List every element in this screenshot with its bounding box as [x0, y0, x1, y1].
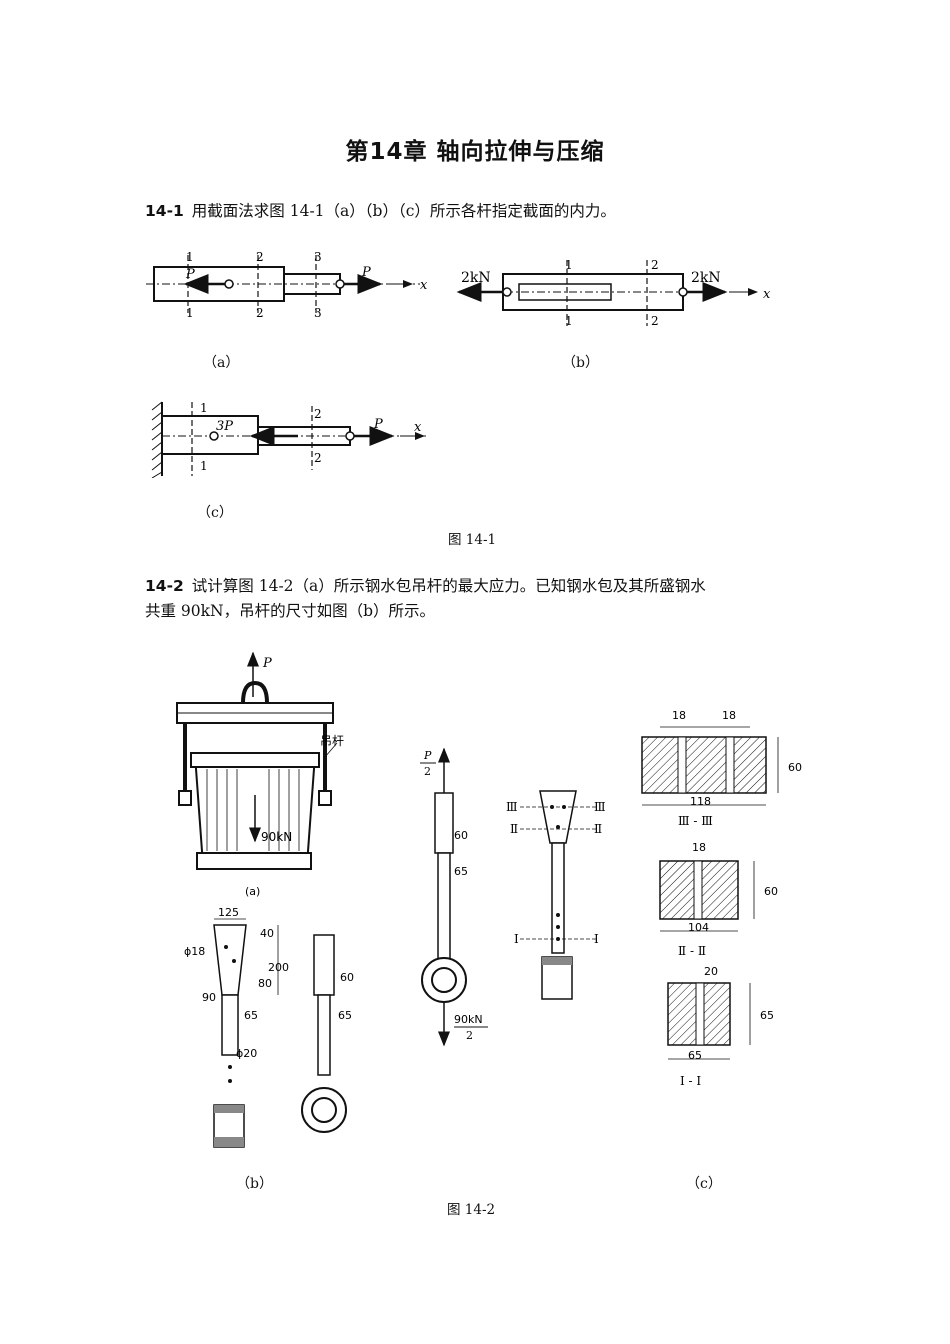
axis-x-label: x: [414, 420, 422, 435]
figure-caption-14-1: 图 14-1: [448, 532, 497, 548]
load-90kn: 90kN: [261, 830, 292, 844]
subfig-label-a: (a): [245, 885, 260, 898]
section-2-label-left: Ⅱ: [510, 822, 518, 836]
subfig-label-b: （b）: [236, 1176, 273, 1192]
dim-60: 60: [454, 829, 468, 842]
section-3-label-left: Ⅲ: [506, 800, 518, 814]
dim-65-left: 65: [244, 1009, 258, 1022]
load-p-right: P: [373, 417, 383, 432]
problem-number: 14-2: [145, 577, 184, 595]
dim-80: 80: [258, 977, 272, 990]
subfig-label-c: （c）: [197, 505, 233, 521]
load-2kn-left: 2kN: [461, 270, 491, 286]
dim-104: 104: [688, 921, 709, 934]
dim-18-a: 18: [672, 709, 686, 722]
dim-18-b: 18: [722, 709, 736, 722]
dim-20: 20: [704, 965, 718, 978]
section-1-label-top: 1: [200, 401, 208, 415]
dim-125: 125: [218, 906, 239, 919]
section-2-label-bottom: 2: [651, 314, 659, 328]
section-2-label-top: 2: [256, 250, 264, 264]
load-90kn-denominator: 2: [466, 1029, 473, 1042]
load-p-top: P: [262, 656, 272, 671]
section-2-label-right: Ⅱ: [594, 822, 602, 836]
problem-14-1-statement: 14-1 用截面法求图 14-1（a）（b）（c）所示各杆指定截面的内力。: [145, 199, 825, 224]
figure-14-1-c: 1 1 2 2 3P P x: [151, 401, 428, 478]
dim-200: 200: [268, 961, 289, 974]
label-lifting-rod: 吊杆: [320, 734, 344, 748]
dim-65-height: 65: [760, 1009, 774, 1022]
dim-60: 60: [788, 761, 802, 774]
figure-14-2-c-sections: 18 18 60 118 Ⅲ - Ⅲ 18 60 104 Ⅱ - Ⅱ 20 65…: [641, 709, 802, 1088]
figure-14-1-a: 1 1 2 2 3 3 P P x: [146, 250, 428, 320]
load-p-right: P: [361, 265, 371, 280]
subfig-label-c: （c）: [686, 1176, 722, 1192]
figure-14-2-b-rod: 125 40 ϕ18 200 80 90 65 ϕ20 60 65: [184, 906, 354, 1148]
section-3-name: Ⅲ - Ⅲ: [678, 814, 713, 828]
dim-118: 118: [690, 795, 711, 808]
load-3p: 3P: [216, 419, 233, 434]
problem-text-line2: 共重 90kN，吊杆的尺寸如图（b）所示。: [145, 602, 436, 620]
section-1-label-top: 1: [186, 250, 194, 264]
dim-60: 60: [764, 885, 778, 898]
load-90kn-numerator: 90kN: [454, 1013, 483, 1026]
section-1-label-bottom: 1: [565, 314, 573, 328]
axis-x-label: x: [420, 278, 428, 293]
subfig-label-a: （a）: [203, 355, 240, 371]
load-p-numerator: P: [423, 749, 432, 762]
axis-x-label: x: [763, 287, 771, 302]
load-p-left: P: [185, 267, 195, 282]
section-3-label-bottom: 3: [314, 306, 322, 320]
section-1-label-right: Ⅰ: [594, 932, 599, 946]
dim-90: 90: [202, 991, 216, 1004]
figure-14-2-free-body-rod: P 2 60 65 90kN 2: [420, 747, 488, 1047]
subfig-label-b: （b）: [562, 355, 599, 371]
figure-14-1-b: 1 1 2 2 2kN 2kN x: [456, 258, 771, 328]
dim-65: 65: [454, 865, 468, 878]
section-3-label-right: Ⅲ: [594, 800, 606, 814]
section-1-label-top: 1: [565, 258, 573, 272]
figure-14-2-a-ladle: P 90kN 吊杆 (a): [176, 651, 344, 898]
problem-14-2-statement: 14-2 试计算图 14-2（a）所示钢水包吊杆的最大应力。已知钢水包及其所盛钢水…: [145, 574, 825, 624]
section-2-label-top: 2: [314, 407, 322, 421]
dim-65-width: 65: [688, 1049, 702, 1062]
section-1-label-left: Ⅰ: [514, 932, 519, 946]
dim-60: 60: [340, 971, 354, 984]
load-2kn-right: 2kN: [691, 270, 721, 286]
section-2-label-bottom: 2: [256, 306, 264, 320]
section-2-name: Ⅱ - Ⅱ: [678, 944, 706, 958]
load-p-denominator: 2: [424, 765, 431, 778]
section-1-label-bottom: 1: [200, 459, 208, 473]
section-2-label-bottom: 2: [314, 451, 322, 465]
dim-40: 40: [260, 927, 274, 940]
section-3-label-top: 3: [314, 250, 322, 264]
figure-caption-14-2: 图 14-2: [447, 1202, 496, 1218]
section-1-name: Ⅰ - Ⅰ: [680, 1074, 701, 1088]
section-2-label-top: 2: [651, 258, 659, 272]
dim-phi18: ϕ18: [184, 945, 205, 958]
dim-65-right: 65: [338, 1009, 352, 1022]
dim-phi20: ϕ20: [236, 1047, 257, 1060]
problem-text-line1: 试计算图 14-2（a）所示钢水包吊杆的最大应力。已知钢水包及其所盛钢水: [191, 577, 706, 595]
page-title: 第14章 轴向拉伸与压缩: [345, 139, 605, 165]
problem-number: 14-1: [145, 202, 184, 220]
problem-text: 用截面法求图 14-1（a）（b）（c）所示各杆指定截面的内力。: [191, 202, 616, 220]
dim-18: 18: [692, 841, 706, 854]
section-1-label-bottom: 1: [186, 306, 194, 320]
figure-14-2-rod-sections: Ⅲ Ⅲ Ⅱ Ⅱ Ⅰ Ⅰ: [506, 790, 606, 1000]
